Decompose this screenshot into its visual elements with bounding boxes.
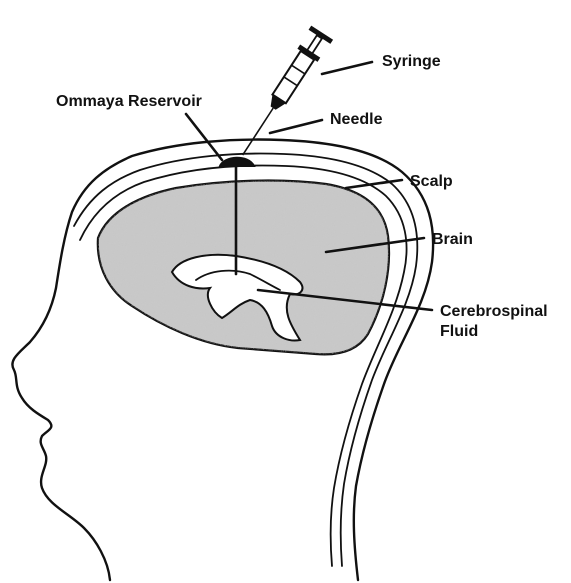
scalp-label: Scalp (410, 173, 453, 190)
ommaya-reservoir-dome (220, 158, 254, 166)
syringe-label: Syringe (382, 53, 441, 70)
needle-leader (270, 120, 322, 133)
csf-label-line1: Cerebrospinal (440, 303, 548, 320)
ommaya-reservoir-leader (186, 114, 222, 160)
ommaya-reservoir-label: Ommaya Reservoir (56, 93, 202, 110)
brain-label: Brain (432, 231, 473, 248)
syringe-leader (322, 62, 372, 74)
needle-label: Needle (330, 111, 383, 128)
csf-label-line2: Fluid (440, 323, 478, 340)
